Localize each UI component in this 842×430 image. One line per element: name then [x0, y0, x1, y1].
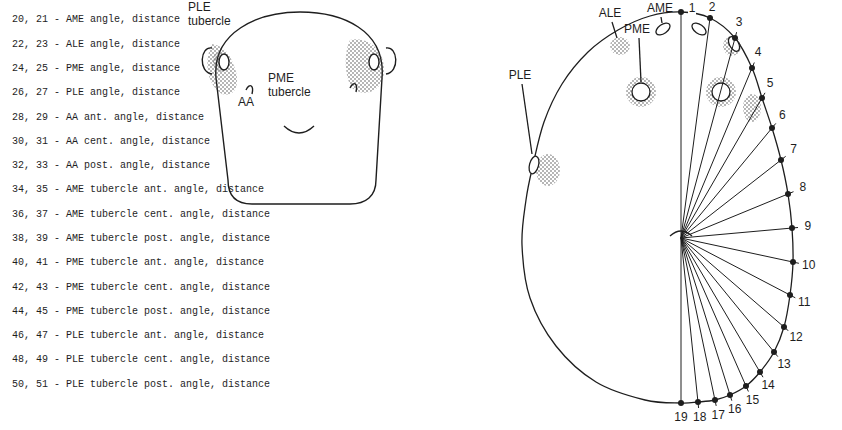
radial-line: [681, 63, 754, 239]
radial-line: [681, 238, 716, 406]
measure-point: [769, 125, 775, 131]
measure-point: [787, 292, 793, 298]
legend-line: 40, 41 - PME tubercle ant. angle, distan…: [12, 257, 264, 269]
legend-line: 30, 31 - AA cent. angle, distance: [12, 136, 210, 148]
callout-number: 16: [727, 403, 742, 417]
callout-number: 18: [692, 411, 707, 425]
ale-eye: [726, 35, 742, 53]
radial-line: [681, 12, 711, 238]
legend-line: 38, 39 - AME tubercle post. angle, dista…: [12, 233, 270, 245]
legend-line: 42, 43 - PME tubercle cent. angle, dista…: [12, 282, 270, 294]
ple-tubercle: [536, 154, 560, 186]
measure-point: [727, 392, 733, 398]
radial-line: [681, 238, 699, 408]
callout-number: 7: [789, 143, 798, 157]
carapace-drawing: [522, 9, 799, 408]
callout-number: 13: [776, 358, 791, 372]
callout-number: 14: [760, 379, 775, 393]
measure-point: [732, 35, 738, 41]
legend-line: 32, 33 - AA post. angle, distance: [12, 160, 210, 172]
callout-number: 10: [801, 259, 816, 273]
measure-point: [757, 369, 763, 375]
ame-eye: [654, 21, 672, 38]
legend-line: 44, 45 - PME tubercle post. angle, dista…: [12, 306, 270, 318]
legend-line: 50, 51 - PLE tubercle post. angle, dista…: [12, 379, 270, 391]
part-label: PLE tubercle: [188, 1, 240, 29]
pme-eye: [712, 83, 730, 101]
part-label: PME: [624, 23, 650, 37]
callout-number: 17: [711, 409, 726, 423]
callout-number: 1: [688, 2, 697, 16]
callout-number: 15: [745, 394, 760, 408]
radial-line: [681, 12, 682, 238]
callout-number: 9: [804, 220, 813, 234]
carapace-outline: [522, 12, 793, 403]
measure-point: [678, 9, 684, 15]
measure-point: [771, 349, 777, 355]
leader-line: [661, 17, 662, 23]
callout-number: 19: [673, 411, 688, 425]
legend-line: 48, 49 - PLE tubercle cent. angle, dista…: [12, 354, 270, 366]
legend-line: 26, 27 - PLE angle, distance: [12, 87, 180, 99]
part-label: PME tubercle: [268, 72, 324, 100]
ple-eye: [527, 155, 540, 175]
leader-line: [639, 38, 641, 82]
radial-line: [681, 238, 732, 401]
measure-point: [743, 383, 749, 389]
measure-point: [695, 399, 701, 405]
ple-tubercle: [743, 94, 761, 122]
measure-point: [707, 15, 713, 21]
measure-point: [789, 225, 795, 231]
callout-number: 8: [799, 181, 808, 195]
head-front-view: [202, 12, 396, 204]
callout-number: 5: [766, 77, 775, 91]
measure-point: [778, 157, 784, 163]
radial-line: [681, 192, 794, 238]
part-label: AA: [238, 96, 254, 110]
callout-number: 4: [754, 46, 763, 60]
legend-line: 22, 23 - ALE angle, distance: [12, 39, 180, 51]
radial-line: [681, 228, 798, 239]
callout-number: 2: [708, 1, 717, 15]
part-label: PLE: [509, 69, 532, 83]
callout-number: 3: [735, 16, 744, 30]
measure-point: [790, 259, 796, 265]
radial-line: [681, 93, 765, 238]
legend-line: 46, 47 - PLE tubercle ant. angle, distan…: [12, 330, 264, 342]
radial-line: [681, 32, 737, 238]
radial-line: [681, 238, 682, 403]
legend-line: 34, 35 - AME tubercle ant. angle, distan…: [12, 184, 264, 196]
callout-number: 6: [778, 109, 787, 123]
part-label: ALE: [599, 7, 622, 21]
ame-eye: [690, 21, 708, 38]
leader-line: [612, 22, 617, 38]
legend-line: 28, 29 - AA ant. angle, distance: [12, 112, 204, 124]
measure-point: [785, 191, 791, 197]
radial-line: [681, 238, 748, 392]
pme-eye: [632, 83, 650, 101]
measure-point: [781, 324, 787, 330]
part-label: AME: [647, 2, 673, 16]
radial-line: [681, 156, 786, 238]
ale-stipple: [610, 37, 630, 55]
callout-number: 11: [797, 296, 811, 310]
legend-line: 36, 37 - AME tubercle cent. angle, dista…: [12, 209, 270, 221]
callout-number: 12: [788, 331, 803, 345]
radial-line: [681, 123, 776, 238]
radial-line: [681, 238, 778, 357]
pme-tubercle: [706, 77, 736, 107]
measure-point: [749, 65, 755, 71]
leader-line: [522, 84, 532, 154]
legend-line: 20, 21 - AME angle, distance: [12, 14, 180, 26]
measure-point: [759, 95, 765, 101]
measure-point: [678, 400, 684, 406]
legend-line: 24, 25 - PME angle, distance: [12, 63, 180, 75]
measure-point: [712, 397, 718, 403]
